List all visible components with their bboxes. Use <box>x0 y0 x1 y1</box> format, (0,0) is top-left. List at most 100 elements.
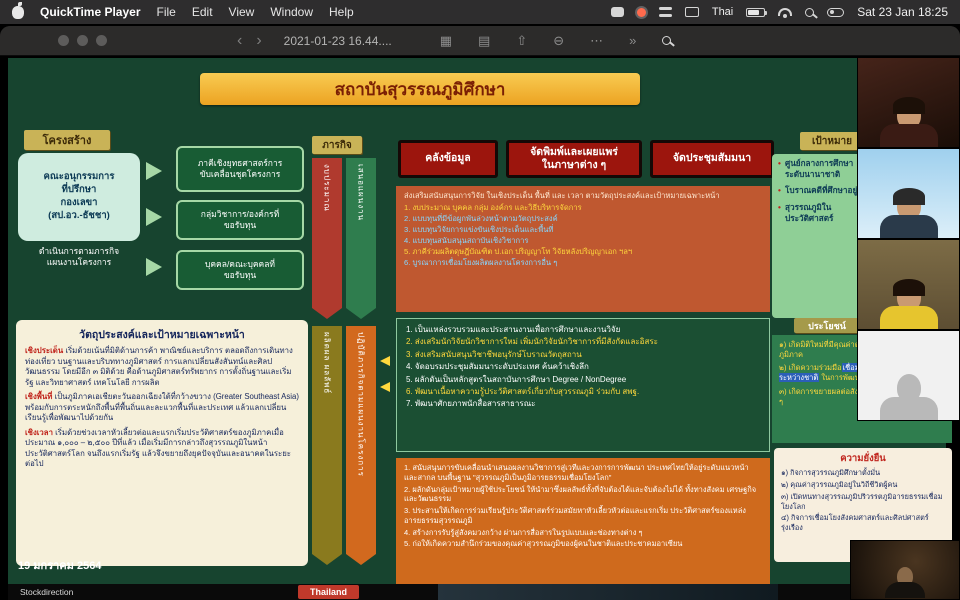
partner-box-individual: บุคคล/คณะบุคคลที่ ขอรับทุน <box>176 250 304 290</box>
arrow-left-icon <box>380 356 390 366</box>
arrow-left-icon <box>380 382 390 392</box>
wifi-icon[interactable] <box>778 8 793 18</box>
arrow-right-icon <box>146 208 162 226</box>
participant-video <box>850 540 960 600</box>
objectives-lead: เชิงพื้นที่ <box>25 392 53 402</box>
research-item: 2. แบบทุนที่มีข้อผูกพันล่วงหน้าตามวัตถุป… <box>404 214 558 224</box>
mission-label: ภารกิจ <box>312 136 362 154</box>
objectives-lead: เชิงเวลา <box>25 427 53 437</box>
more-icon[interactable]: ⋯ <box>590 32 604 48</box>
ribbon-operate: ปฏิบัติภารกิจตามแผนงานโครงการ <box>346 326 376 565</box>
structure-label: โครงสร้าง <box>24 130 110 150</box>
participant-video-camera-off <box>857 330 960 421</box>
ribbon-budget: งบประมาณ <box>312 158 342 319</box>
display-icon[interactable] <box>684 7 699 17</box>
thailand-banner: Thailand <box>298 585 360 599</box>
participant-video <box>857 148 960 239</box>
drive-item: 5. ก่อให้เกิดความสำนึกร่วมของคุณค่าสุวรร… <box>404 539 683 549</box>
goal-item: สุวรรณภูมิใน ประวัติศาสตร์ <box>778 203 858 224</box>
avatar-placeholder-icon <box>878 374 940 420</box>
switches-icon[interactable] <box>658 7 672 17</box>
share-icon[interactable]: ⇧ <box>516 32 528 48</box>
sustainability-label: ความยั่งยืน <box>840 453 886 464</box>
chat-icon[interactable] <box>610 7 624 17</box>
forward-nav-icon[interactable]: › <box>256 31 262 49</box>
bottom-video-strip: Stockdirection Thailand <box>8 584 946 600</box>
objectives-paragraph: เชิงประเด็น เริ่มด้วยเน้นที่มิติด้านการค… <box>25 346 299 388</box>
research-item: 4. แบบทุนสนับสนุนสถาบันเชิงวิชาการ <box>404 236 529 246</box>
drive-item: 4. สร้างการรับรู้สู่สังคมวงกว้าง ผ่านการ… <box>404 527 643 537</box>
objectives-box: วัตถุประสงค์และเป้าหมายเฉพาะหน้า เชิงประ… <box>16 320 308 566</box>
research-item: 5. ภาคีร่วมผลิตดุษฎีบัณฑิต ป.เอก ปริญญาโ… <box>404 247 633 257</box>
spotlight-search-icon[interactable] <box>805 7 815 17</box>
objectives-header: วัตถุประสงค์และเป้าหมายเฉพาะหน้า <box>79 329 245 341</box>
sustainability-item: ๓) เปิดหนทางสุวรรณภูมิปริวรรตภูมิอารยธรร… <box>781 491 943 511</box>
screen-recording-indicator-icon[interactable] <box>636 7 646 17</box>
committee-note: ดำเนินการตามภารกิจ แผนงานโครงการ <box>38 246 120 268</box>
remove-icon[interactable]: ⊖ <box>553 32 565 48</box>
databank-box: คลังข้อมูล <box>398 140 498 178</box>
status-area: Thai Sat 23 Jan 18:25 <box>610 5 948 19</box>
roles-item: 2. ส่งเสริมนักวิจัยนักวิชาการใหม่ เพิ่มน… <box>406 337 658 347</box>
input-source-menu[interactable]: Thai <box>711 6 734 18</box>
goals-label: เป้าหมาย <box>800 132 864 150</box>
benefits-label: ประโยชน์ <box>794 318 860 333</box>
battery-icon[interactable] <box>746 7 768 17</box>
goal-item: โบราณคดีที่ศึกษาอยู่ <box>778 186 858 197</box>
video-fragment <box>438 584 778 600</box>
objectives-text: เริ่มด้วยเน้นที่มิติด้านการค้า พาณิชย์แล… <box>25 346 293 387</box>
research-item: 6. บูรณาการเชื่อมโยงผลิตผลงานโครงการอื่น… <box>404 258 558 268</box>
seminar-box: จัดประชุมสัมมนา <box>650 140 774 178</box>
watermark-text: Stockdirection <box>20 587 74 597</box>
group-icon[interactable]: ▤ <box>478 32 491 48</box>
publishing-box: จัดพิมพ์และเผยแพร่ ในภาษาต่าง ๆ <box>506 140 642 178</box>
slide-date: 19 มกราคม 2564 <box>18 560 102 572</box>
partner-box-strategic: ภาคีเชิงยุทธศาสตร์การ ขับเคลื่อนชุดโครงก… <box>176 146 304 192</box>
presentation-slide: สถาบันสุวรรณภูมิศึกษา โครงสร้าง คณะอนุกร… <box>8 58 952 584</box>
apple-menu-icon[interactable] <box>12 1 24 19</box>
roles-item: 7. พัฒนาศักยภาพนักสื่อสารสาธารณะ <box>406 399 536 409</box>
overflow-icon[interactable]: » <box>629 33 637 48</box>
search-icon[interactable] <box>662 36 672 45</box>
sustainability-item: ๔) กิจการเชื่อมโยงสังคมศาสตร์และศิลปศาสต… <box>781 513 929 533</box>
research-support-box: ส่งเสริมสนับสนุนการวิจัย ในเชิงประเด็น พ… <box>396 186 770 312</box>
sustainability-item: ๒) คุณค่าสุวรรณภูมิอยู่ในวิถีชีวิตผู้คน <box>781 479 898 489</box>
objectives-paragraph: เชิงพื้นที่ เป็นภูมิภาคเอเชียตะวันออกเฉี… <box>25 392 299 424</box>
research-header: ส่งเสริมสนับสนุนการวิจัย ในเชิงประเด็น พ… <box>404 191 720 200</box>
close-window-icon[interactable] <box>58 35 69 46</box>
arrow-right-icon <box>146 162 162 180</box>
drive-item: 3. ประสานให้เกิดการร่วมเรียนรู้ประวัติศา… <box>404 506 746 525</box>
quicktime-window: ‹ › 2021-01-23 16.44.... ▦ ▤ ⇧ ⊖ ⋯ » สถา… <box>0 26 960 600</box>
menu-window[interactable]: Window <box>270 5 314 19</box>
menu-bar-clock[interactable]: Sat 23 Jan 18:25 <box>857 5 948 19</box>
roles-item: 5. ผลักดันเป็นหลักสูตรในสถาบันการศึกษา D… <box>406 374 627 384</box>
minimize-window-icon[interactable] <box>77 35 88 46</box>
roles-box: 1. เป็นแหล่งรวบรวมและประสานงานเพื่อการศึ… <box>396 318 770 452</box>
window-title: 2021-01-23 16.44.... <box>283 33 392 48</box>
menu-view[interactable]: View <box>228 5 255 19</box>
video-playback-area[interactable]: สถาบันสุวรรณภูมิศึกษา โครงสร้าง คณะอนุกร… <box>0 56 960 600</box>
participant-video <box>857 239 960 330</box>
partner-box-academic: กลุ่มวิชาการ/องค์กรที่ ขอรับทุน <box>176 200 304 240</box>
menu-edit[interactable]: Edit <box>191 5 213 19</box>
ribbon-plan: เสนอแผนงาน <box>346 158 376 319</box>
drive-box: 1. สนับสนุนการขับเคลื่อนนำเสนอผลงานวิชาก… <box>396 458 770 584</box>
back-icon[interactable]: ‹ <box>237 31 243 49</box>
menu-file[interactable]: File <box>156 5 176 19</box>
menu-help[interactable]: Help <box>329 5 354 19</box>
person-silhouette <box>878 279 940 329</box>
slide-title-banner: สถาบันสุวรรณภูมิศึกษา <box>200 73 640 105</box>
roles-item: 3. ส่งเสริมสนับสนุนวิชาชีพอนุรักษ์โบราณว… <box>406 349 582 359</box>
goal-item: ศูนย์กลางการศึกษา ระดับนานาชาติ <box>778 159 858 180</box>
roles-item: 1. เป็นแหล่งรวบรวมและประสานงานเพื่อการศึ… <box>406 325 621 334</box>
control-center-icon[interactable] <box>827 7 845 17</box>
research-item: 3. แบบทุนวิจัยการแข่งขันเชิงประเด็นและพื… <box>404 225 554 235</box>
zoom-window-icon[interactable] <box>96 35 107 46</box>
window-controls <box>58 35 107 46</box>
committee-box: คณะอนุกรรมการ ที่ปรึกษา กองเลขา (สป.อว.-… <box>18 153 140 241</box>
participant-video <box>857 57 960 148</box>
view-grid-icon[interactable]: ▦ <box>439 32 453 48</box>
app-menu[interactable]: QuickTime Player <box>40 5 141 19</box>
window-title-bar: ‹ › 2021-01-23 16.44.... ▦ ▤ ⇧ ⊖ ⋯ » <box>0 26 960 56</box>
